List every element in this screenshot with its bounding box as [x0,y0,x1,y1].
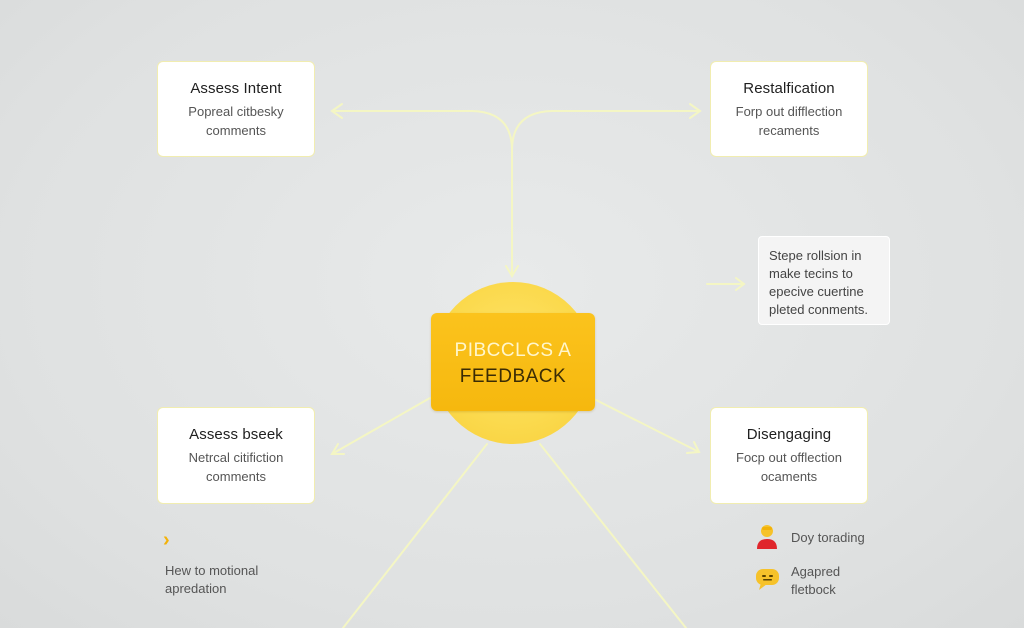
card-title: Assess Intent [190,80,282,97]
legend-label-2: Agapred fletbock [791,563,840,599]
arrow-bottom-right-head [686,441,701,454]
hub-node[interactable]: PIBCCLCS A FEEDBACK [431,313,595,411]
arrow-top-right-head [689,103,702,119]
card-title: Assess bseek [189,426,283,443]
hub-label-line2: FEEDBACK [459,366,567,387]
card-title: Disengaging [746,426,832,443]
note-box: Stepe rollsion in make tecins to epecive… [758,236,890,325]
note-line: make tecins to [769,266,853,281]
note-line: pleted conments. [769,302,869,317]
bottom-left-caption: Hew to motional apredation [165,562,258,598]
note-line: Stepe rollsion in [769,248,862,263]
card-body-line: Focp out offlection [736,450,842,465]
card-body-line: Netrcal citifiction [188,450,284,465]
arrow-bottom-left-head [330,443,345,455]
card-assess-intent: Assess Intent Popreal citbesky comments [157,61,315,157]
card-body: Netrcal citifiction comments [158,448,314,486]
connector-top-right [511,110,701,151]
legend-label-line: fletbock [791,582,836,597]
card-body-line: Popreal citbesky [188,104,284,119]
card-body-line: comments [206,123,266,138]
card-body: Popreal citbesky comments [158,102,314,140]
connector-bottom-left [331,397,431,455]
card-body-line: recaments [758,123,820,138]
card-restalfication: Restalfication Forp out difflection reca… [710,61,868,157]
card-body-line: ocaments [760,469,818,484]
card-body-line: comments [206,469,266,484]
card-assess-bseek: Assess bseek Netrcal citifiction comment… [157,407,315,504]
card-body-line: Forp out difflection [735,104,843,119]
connector-bottom-right [595,399,700,453]
person-icon [757,525,777,549]
arrow-top-left-head [330,103,343,119]
card-body: Focp out offlection ocaments [711,448,867,486]
caption-line: apredation [165,581,227,596]
card-title: Restalfication [743,80,835,97]
chevron-right-icon: › [163,529,170,551]
connector-down-right [539,443,687,628]
note-line: epecive cuertine [769,284,864,299]
legend-label-line: Agapred [791,564,841,579]
legend-label-1: Doy torading [791,530,865,545]
card-disengaging: Disengaging Focp out offlection ocaments [710,407,868,504]
caption-line: Hew to motional [165,563,259,578]
arrow-hub-head [505,265,519,278]
connector-down-left [342,443,488,628]
connector-hub-to-top [331,110,513,277]
chat-icon [756,569,779,590]
note-arrow-head [735,277,746,291]
card-body: Forp out difflection recaments [711,102,867,140]
hub-label-line1: PIBCCLCS A [454,340,572,361]
